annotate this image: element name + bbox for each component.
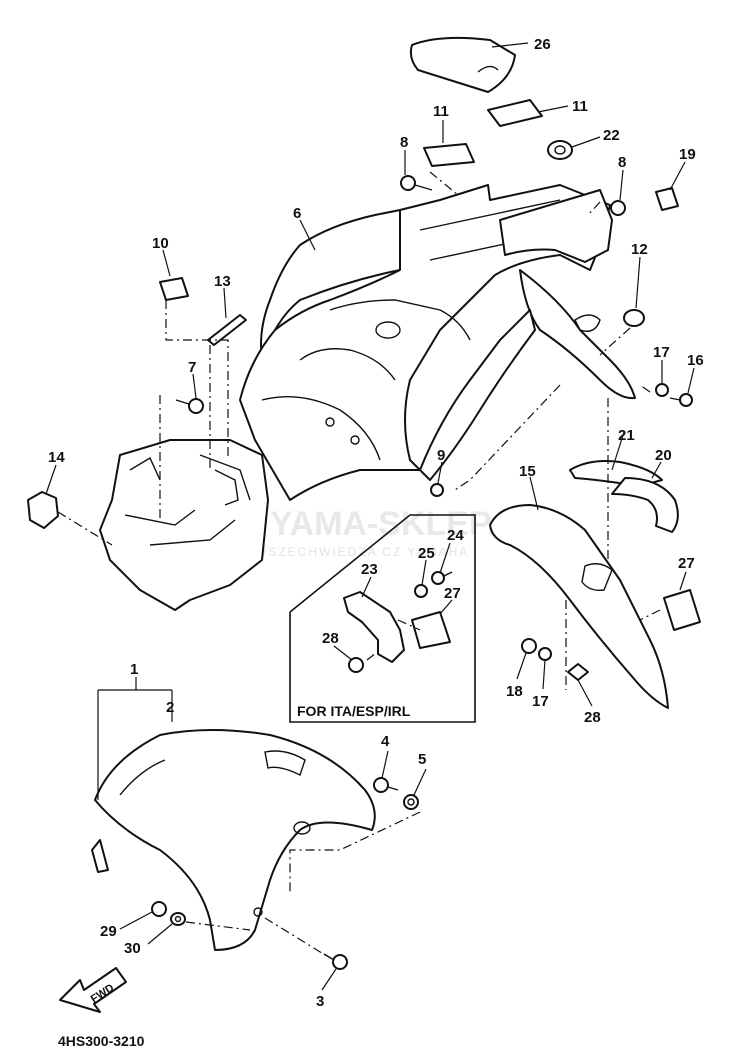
callout-27-right: 27 <box>678 555 695 572</box>
callout-10: 10 <box>152 235 169 252</box>
part-17-washer-lower <box>538 647 552 661</box>
callout-12: 12 <box>631 241 648 258</box>
part-12-damper <box>623 309 645 327</box>
callout-17-lower: 17 <box>532 693 549 710</box>
part-8-bolt-left <box>400 175 433 191</box>
callout-28-left: 28 <box>322 630 339 647</box>
callout-9: 9 <box>437 447 445 464</box>
part-5-collar <box>403 794 419 810</box>
callout-labels: 26 11 11 8 22 8 19 6 10 13 12 7 17 16 21… <box>48 36 704 1010</box>
callout-17-upper: 17 <box>653 344 670 361</box>
callout-30: 30 <box>124 940 141 957</box>
callout-16: 16 <box>687 352 704 369</box>
part-28-clip-right <box>567 663 589 681</box>
part-3-screw <box>323 953 348 970</box>
variant-box: FOR ITA/ESP/IRL <box>289 514 476 723</box>
callout-28-right: 28 <box>584 709 601 726</box>
callout-4: 4 <box>381 733 390 750</box>
part-4-bolt <box>373 777 399 793</box>
callout-5: 5 <box>418 751 426 768</box>
part-30-washer <box>170 912 186 926</box>
callout-29: 29 <box>100 923 117 940</box>
callout-19: 19 <box>679 146 696 163</box>
part-17-washer-upper <box>655 383 669 397</box>
watermark-subtext: WSZECHWIEDZA CZ YAMAHA <box>255 545 469 559</box>
part-10-block <box>159 277 189 301</box>
callout-3: 3 <box>316 993 324 1010</box>
part-27-bracket-right <box>663 589 701 631</box>
battery-box <box>99 439 269 611</box>
callout-14: 14 <box>48 449 65 466</box>
variant-box-caption: FOR ITA/ESP/IRL <box>297 703 411 719</box>
part-29-bolt <box>151 901 167 917</box>
part-11-pad-left <box>423 143 475 167</box>
callout-8-right: 8 <box>618 154 626 171</box>
diagram-code: 4HS300-3210 <box>58 1033 145 1049</box>
callout-2: 2 <box>166 699 174 716</box>
callout-13: 13 <box>214 273 231 290</box>
part-11-pad-right <box>487 99 543 127</box>
part-14-clip <box>27 491 59 529</box>
part-9-clip <box>430 483 444 497</box>
part-7-bolt <box>175 398 204 414</box>
part-28-clip-left <box>348 657 364 673</box>
callout-8-left: 8 <box>400 134 408 151</box>
part-25-washer <box>414 584 428 598</box>
callout-24: 24 <box>447 527 464 544</box>
callout-1: 1 <box>130 661 138 678</box>
part-18-nut <box>521 638 537 654</box>
part-15-mudguard <box>489 504 669 709</box>
part-27-bracket-left <box>411 611 451 649</box>
callout-18: 18 <box>506 683 523 700</box>
callout-21: 21 <box>618 427 635 444</box>
callout-20: 20 <box>655 447 672 464</box>
part-22-grommet <box>547 140 573 160</box>
leader-lines <box>45 42 695 991</box>
part-24-screw <box>431 571 453 585</box>
callout-7: 7 <box>188 359 196 376</box>
part-13-strip <box>207 314 247 346</box>
part-6-rear-fender-body <box>239 184 636 501</box>
fwd-arrow: FWD <box>59 967 127 1013</box>
callout-11-left: 11 <box>433 103 449 120</box>
part-20-mudflap <box>611 477 679 533</box>
callout-11-right: 11 <box>572 98 588 115</box>
assembly-lines <box>57 171 661 959</box>
callout-23: 23 <box>361 561 378 578</box>
callout-26: 26 <box>534 36 551 53</box>
part-26-pad <box>409 36 516 93</box>
callout-15: 15 <box>519 463 536 480</box>
part-16-screw <box>669 393 693 407</box>
callout-6: 6 <box>293 205 301 222</box>
callout-27-left: 27 <box>444 585 461 602</box>
part-23-bracket <box>343 591 405 663</box>
callout-22: 22 <box>603 127 620 144</box>
part-19-clip <box>655 187 679 211</box>
part-2-front-fender <box>91 729 376 951</box>
callout-25: 25 <box>418 545 435 562</box>
